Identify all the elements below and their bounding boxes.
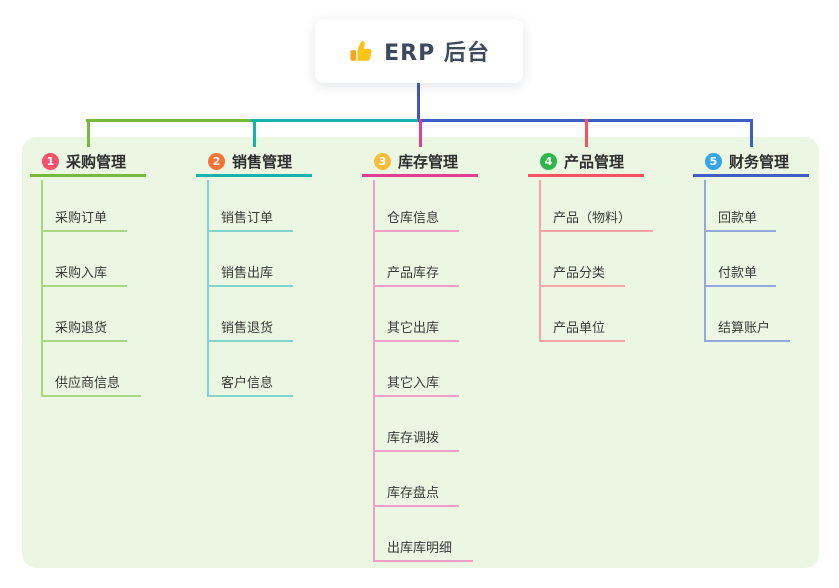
branch-2-child-2[interactable]: 销售出库 bbox=[207, 262, 293, 287]
child-label: 销售出库 bbox=[221, 266, 274, 281]
branch-3-child-3[interactable]: 其它出库 bbox=[373, 317, 459, 342]
child-label: 采购退货 bbox=[55, 321, 108, 336]
branch-1-child-3[interactable]: 采购退货 bbox=[41, 317, 127, 342]
branch-4-child-3[interactable]: 产品单位 bbox=[539, 317, 625, 342]
branch-3-child-5[interactable]: 库存调拨 bbox=[373, 427, 459, 452]
branch-3-badge: 3 bbox=[374, 152, 391, 170]
child-label: 库存调拨 bbox=[387, 431, 440, 446]
child-label: 产品库存 bbox=[387, 266, 440, 281]
branch-2-header[interactable]: 2 销售管理 bbox=[196, 148, 312, 177]
child-label: 其它出库 bbox=[387, 321, 440, 336]
branch-drop-2 bbox=[253, 119, 256, 147]
bus-segment-left-teal bbox=[251, 119, 421, 122]
branch-5-child-1[interactable]: 回款单 bbox=[704, 207, 776, 232]
thumbs-up-icon bbox=[350, 41, 372, 61]
branch-5-trunk-line bbox=[704, 180, 706, 342]
branches-panel bbox=[22, 137, 819, 568]
branch-2-child-4[interactable]: 客户信息 bbox=[207, 372, 293, 397]
branch-1-child-4[interactable]: 供应商信息 bbox=[41, 372, 141, 397]
branch-5-child-3[interactable]: 结算账户 bbox=[704, 317, 790, 342]
branch-4-badge: 4 bbox=[540, 152, 557, 170]
branch-2-trunk-line bbox=[207, 180, 209, 397]
child-label: 出库库明细 bbox=[387, 541, 453, 556]
child-label: 产品（物料） bbox=[553, 211, 632, 226]
child-label: 产品分类 bbox=[553, 266, 606, 281]
branch-2-badge: 2 bbox=[208, 152, 225, 170]
child-label: 回款单 bbox=[718, 211, 758, 226]
child-label: 采购入库 bbox=[55, 266, 108, 281]
branch-2-child-1[interactable]: 销售订单 bbox=[207, 207, 293, 232]
branch-4-child-1[interactable]: 产品（物料） bbox=[539, 207, 653, 232]
branch-2-child-3[interactable]: 销售退货 bbox=[207, 317, 293, 342]
child-label: 采购订单 bbox=[55, 211, 108, 226]
child-label: 付款单 bbox=[718, 266, 758, 281]
child-label: 结算账户 bbox=[718, 321, 771, 336]
branch-drop-4 bbox=[585, 119, 588, 147]
branch-2-label: 销售管理 bbox=[232, 152, 293, 171]
branch-1-label: 采购管理 bbox=[66, 152, 127, 171]
branch-3-child-2[interactable]: 产品库存 bbox=[373, 262, 459, 287]
child-label: 库存盘点 bbox=[387, 486, 440, 501]
branch-3-child-6[interactable]: 库存盘点 bbox=[373, 482, 459, 507]
branch-5-child-2[interactable]: 付款单 bbox=[704, 262, 776, 287]
child-label: 仓库信息 bbox=[387, 211, 440, 226]
bus-segment-left-green bbox=[86, 119, 254, 122]
branch-1-child-1[interactable]: 采购订单 bbox=[41, 207, 127, 232]
branch-4-header[interactable]: 4 产品管理 bbox=[528, 148, 644, 177]
branch-3-header[interactable]: 3 库存管理 bbox=[362, 148, 478, 177]
branch-4-label: 产品管理 bbox=[564, 152, 625, 171]
branch-5-label: 财务管理 bbox=[729, 152, 790, 171]
branch-3-trunk-line bbox=[373, 180, 375, 562]
branch-3-child-1[interactable]: 仓库信息 bbox=[373, 207, 459, 232]
branch-3-child-4[interactable]: 其它入库 bbox=[373, 372, 459, 397]
child-label: 销售订单 bbox=[221, 211, 274, 226]
branch-drop-1 bbox=[87, 119, 90, 147]
branch-3-child-7[interactable]: 出库库明细 bbox=[373, 537, 473, 562]
root-title: ERP 后台 bbox=[384, 41, 490, 66]
child-label: 客户信息 bbox=[221, 376, 274, 391]
branch-drop-5 bbox=[750, 119, 753, 147]
branch-5-badge: 5 bbox=[705, 152, 722, 170]
root-connector bbox=[417, 83, 420, 122]
branch-4-child-2[interactable]: 产品分类 bbox=[539, 262, 625, 287]
branch-5-header[interactable]: 5 财务管理 bbox=[693, 148, 809, 177]
branch-1-child-2[interactable]: 采购入库 bbox=[41, 262, 127, 287]
branch-3-label: 库存管理 bbox=[398, 152, 459, 171]
branch-1-trunk-line bbox=[41, 180, 43, 397]
child-label: 产品单位 bbox=[553, 321, 606, 336]
child-label: 供应商信息 bbox=[55, 376, 121, 391]
child-label: 销售退货 bbox=[221, 321, 274, 336]
branch-1-badge: 1 bbox=[42, 152, 59, 170]
branch-1-header[interactable]: 1 采购管理 bbox=[30, 148, 146, 177]
root-node[interactable]: ERP 后台 bbox=[315, 19, 523, 83]
branch-4-trunk-line bbox=[539, 180, 541, 342]
branch-drop-3 bbox=[419, 119, 422, 147]
child-label: 其它入库 bbox=[387, 376, 440, 391]
